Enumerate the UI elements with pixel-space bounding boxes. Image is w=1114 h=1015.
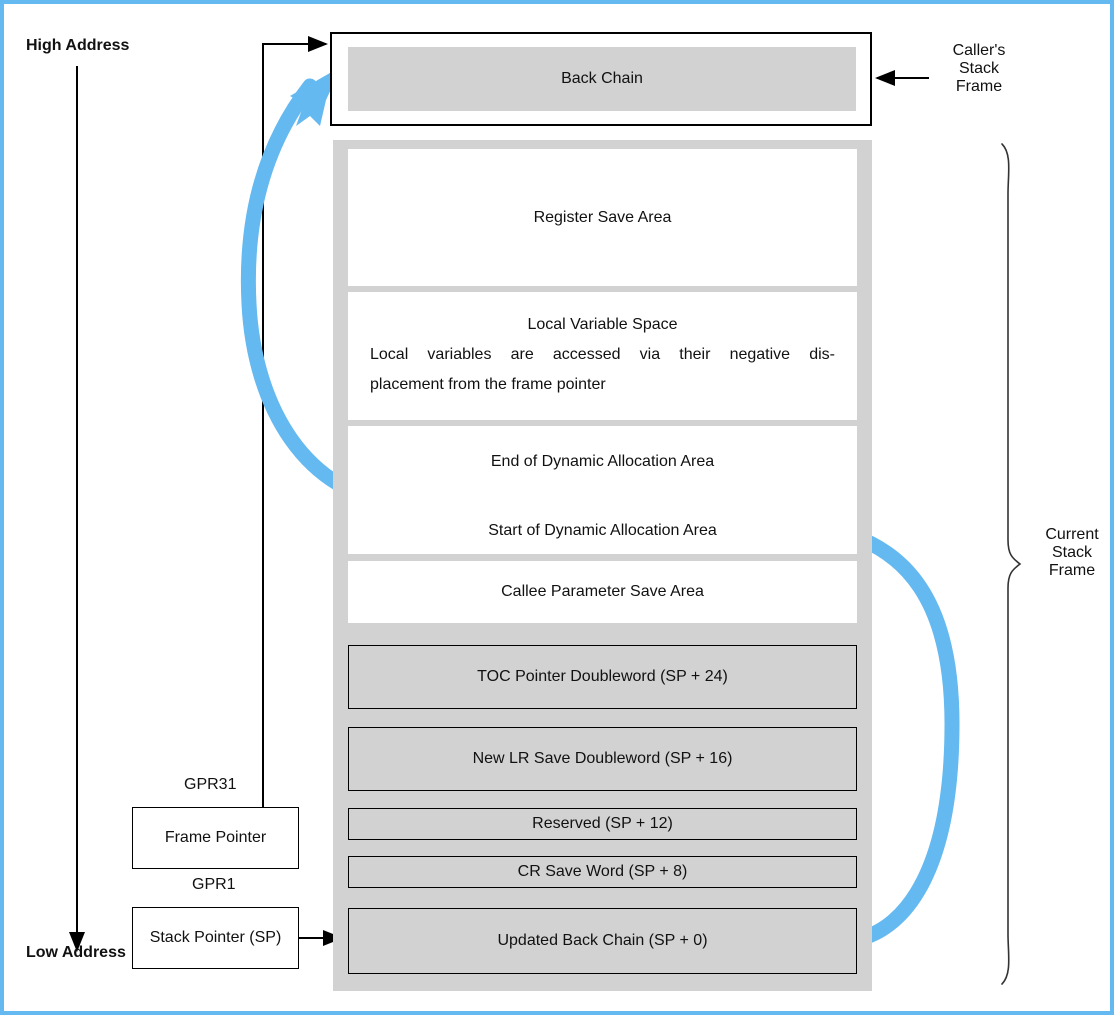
current-stack-frame-label: Current Stack Frame xyxy=(1045,526,1099,579)
high-address-label: High Address xyxy=(26,37,130,54)
stack-pointer-box[interactable]: Stack Pointer (SP) xyxy=(132,907,299,969)
slot-register-save-area[interactable]: Register Save Area xyxy=(348,149,857,286)
reserved-label: Reserved (SP + 12) xyxy=(532,815,673,832)
end-of-dynamic-allocation-label: End of Dynamic Allocation Area xyxy=(490,453,715,470)
new-lr-save-doubleword-label: New LR Save Doubleword (SP + 16) xyxy=(472,750,733,767)
cr-save-word-label: CR Save Word (SP + 8) xyxy=(517,863,688,880)
current-stack-frame-box: Register Save Area Local Variable Space … xyxy=(333,140,872,991)
slot-back-chain[interactable]: Back Chain xyxy=(348,47,856,111)
local-variable-space-line1: Local variables are accessed via their n… xyxy=(370,346,835,363)
gpr31-label: GPR31 xyxy=(184,776,237,793)
slot-reserved[interactable]: Reserved (SP + 12) xyxy=(348,808,857,840)
gpr31-connector xyxy=(262,36,328,807)
slot-toc-pointer-doubleword[interactable]: TOC Pointer Doubleword (SP + 24) xyxy=(348,645,857,709)
frame-pointer-label: Frame Pointer xyxy=(164,829,267,846)
frame-pointer-box[interactable]: Frame Pointer xyxy=(132,807,299,869)
gpr1-label: GPR1 xyxy=(192,876,236,893)
slot-cr-save-word[interactable]: CR Save Word (SP + 8) xyxy=(348,856,857,888)
callers-stack-frame-box: Back Chain xyxy=(330,32,872,126)
local-variable-space-line2: placement from the frame pointer xyxy=(370,376,606,393)
start-of-dynamic-allocation-label: Start of Dynamic Allocation Area xyxy=(488,522,717,539)
slot-new-lr-save-doubleword[interactable]: New LR Save Doubleword (SP + 16) xyxy=(348,727,857,791)
local-variable-space-title: Local Variable Space xyxy=(527,316,678,333)
current-frame-brace xyxy=(1001,143,1022,985)
slot-callee-parameter-save-area[interactable]: Callee Parameter Save Area xyxy=(348,561,857,623)
register-save-area-label: Register Save Area xyxy=(533,208,672,226)
callers-stack-frame-label: Caller's Stack Frame xyxy=(952,42,1006,95)
updated-back-chain-label: Updated Back Chain (SP + 0) xyxy=(497,932,708,949)
toc-pointer-doubleword-label: TOC Pointer Doubleword (SP + 24) xyxy=(477,668,728,685)
low-address-label: Low Address xyxy=(26,944,126,961)
stack-pointer-label: Stack Pointer (SP) xyxy=(149,929,282,946)
slot-local-variable-space[interactable]: Local Variable Space Local variables are… xyxy=(348,292,857,420)
slot-updated-back-chain[interactable]: Updated Back Chain (SP + 0) xyxy=(348,908,857,974)
back-chain-label: Back Chain xyxy=(561,70,643,87)
slot-dynamic-allocation-area[interactable]: End of Dynamic Allocation Area Start of … xyxy=(348,426,857,554)
callee-parameter-save-area-label: Callee Parameter Save Area xyxy=(501,583,704,600)
